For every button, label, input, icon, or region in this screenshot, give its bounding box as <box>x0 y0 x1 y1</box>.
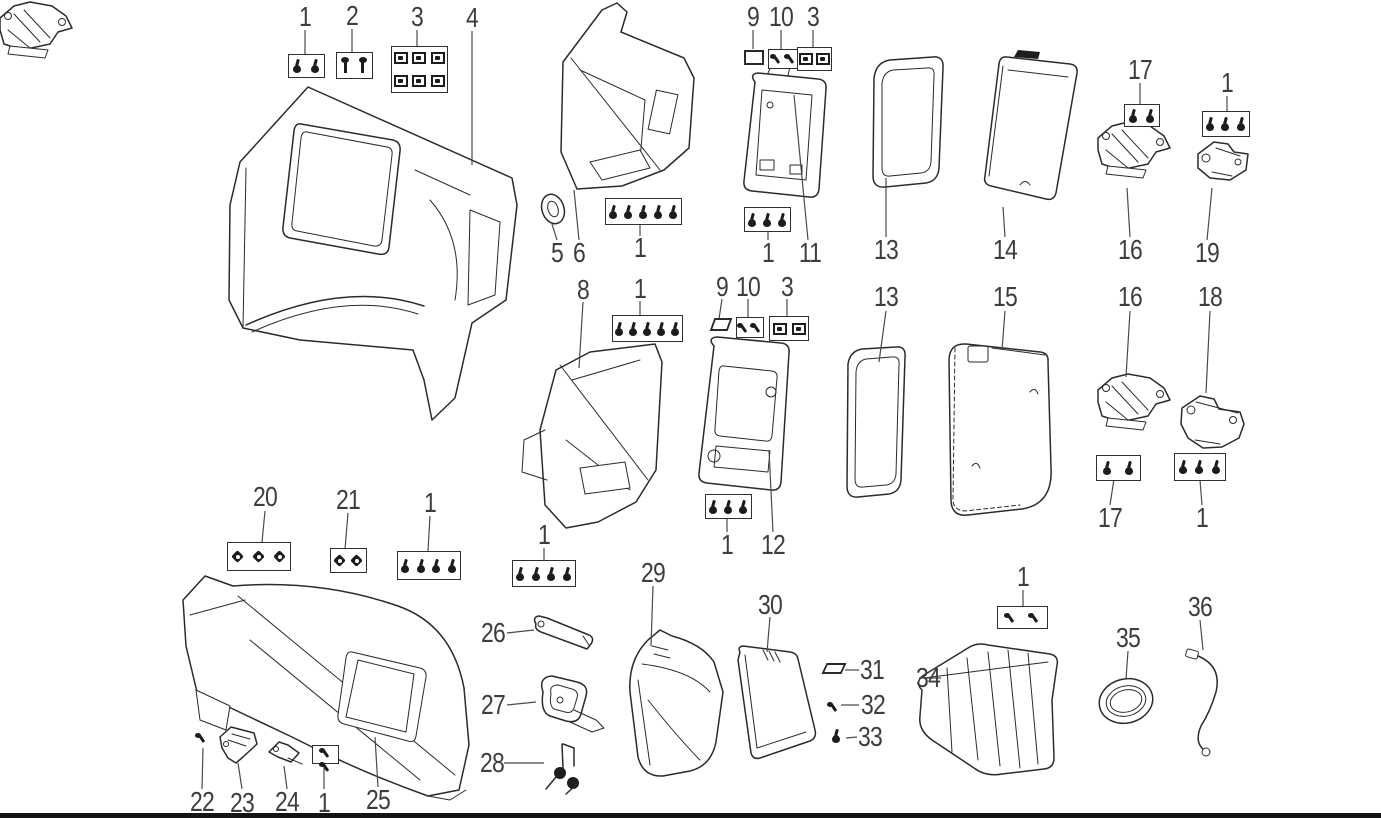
leader-line <box>650 585 654 647</box>
part-sill-strip-26 <box>533 615 594 650</box>
part-floor-tray-34 <box>917 643 1059 776</box>
part-quarter-trim-panel-lower <box>182 575 470 801</box>
leader-line <box>374 736 379 788</box>
leader-line <box>578 301 584 369</box>
leader-line <box>506 629 535 634</box>
part-release-cable-36 <box>1185 648 1218 757</box>
part-clip-bracket-24 <box>268 741 303 765</box>
leader-line <box>427 515 431 552</box>
leader-line <box>1205 310 1211 394</box>
leader-line <box>283 765 288 790</box>
leader-line <box>1199 479 1203 506</box>
part-buckle-bracket-27 <box>540 675 605 733</box>
part-quarter-glass-lower <box>948 343 1052 516</box>
leader-line <box>506 701 537 706</box>
leader-line <box>1199 619 1204 651</box>
part-small-bracket-23 <box>219 726 258 764</box>
leader-line <box>793 94 809 241</box>
leader-line <box>878 310 887 363</box>
leader-line <box>344 512 349 550</box>
leader-line <box>573 189 580 241</box>
part-pillar-trim-29 <box>629 629 724 777</box>
leader-line <box>718 298 723 320</box>
leader-line <box>1001 310 1006 351</box>
part-grommet <box>540 193 566 225</box>
leader-line <box>1206 187 1213 241</box>
part-access-panel-frame <box>698 336 790 491</box>
leader-line <box>551 223 558 241</box>
leader-line <box>1126 187 1131 238</box>
part-grommet-ring-35 <box>1098 677 1154 725</box>
scan-edge-line <box>0 813 1381 818</box>
part-console-bracket-upper <box>560 2 695 190</box>
part-latch-bracket-18 <box>1180 395 1245 449</box>
part-window-seal-lower <box>846 346 906 498</box>
leader-line <box>766 616 771 653</box>
part-latch-bracket-19 <box>1197 141 1249 181</box>
leader-line <box>201 747 204 790</box>
leader-line <box>237 762 243 790</box>
leader-line <box>1125 650 1129 680</box>
part-window-seal-upper <box>872 56 944 188</box>
part-console-bracket-lower <box>521 343 663 529</box>
part-quarter-trim-panel-upper <box>228 86 518 421</box>
part-spring-clip-28 <box>545 743 579 795</box>
leader-line <box>261 510 266 543</box>
leader-line <box>845 736 858 739</box>
leader-line <box>768 449 774 533</box>
leader-line <box>1002 206 1006 238</box>
part-glass-pane-30 <box>737 645 817 760</box>
leader-line <box>1109 478 1115 506</box>
leader-line <box>1125 310 1131 378</box>
part-quarter-glass-upper <box>983 50 1078 201</box>
